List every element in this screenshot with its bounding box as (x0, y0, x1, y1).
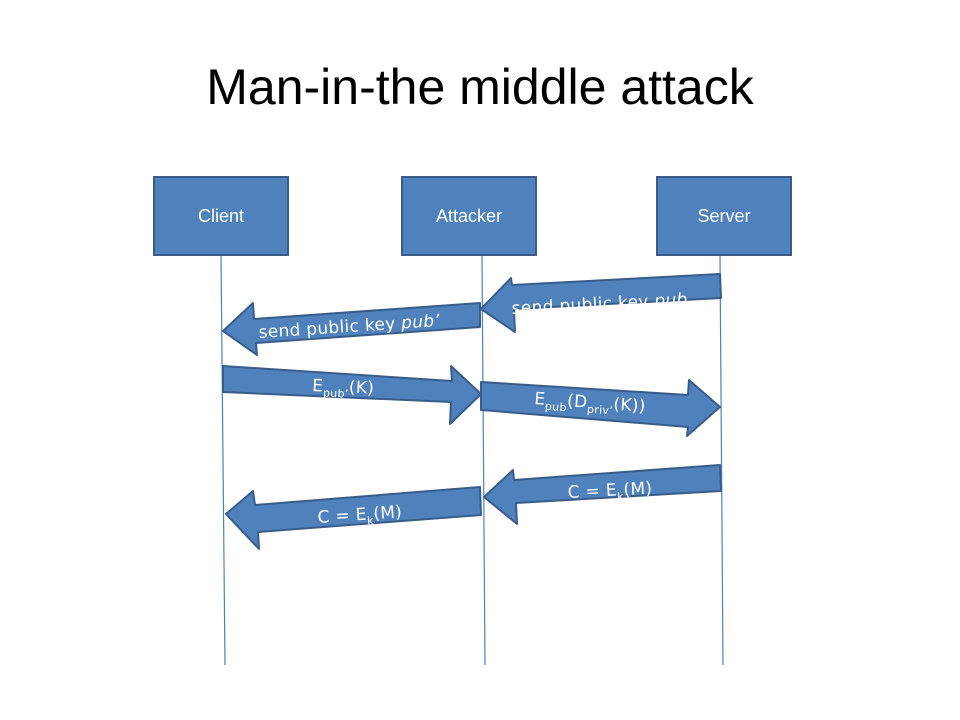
attacker-box: Attacker (401, 176, 537, 256)
message-epub-dprivprime-k: Epub(Dpriv’(K)) (533, 389, 646, 420)
server-box: Server (656, 176, 792, 256)
server-lifeline (719, 255, 724, 666)
client-label: Client (197, 205, 245, 226)
attacker-lifeline (481, 255, 486, 666)
arrow-attacker-to-server-epub-dpriv (480, 379, 721, 437)
server-label: Server (697, 205, 751, 226)
arrow-client-to-attacker-epubprime (222, 365, 482, 425)
client-box: Client (153, 176, 289, 256)
arrow-attacker-to-client-c-ek-m (225, 486, 482, 550)
attacker-label: Attacker (435, 205, 503, 226)
slide-title: Man-in-the middle attack (206, 59, 754, 115)
message-server-c-ek-m: C = Ek(M) (567, 479, 653, 506)
message-epubprime-k: Epub’(K) (312, 376, 375, 402)
arrow-server-to-attacker-c-ek-m (483, 464, 722, 525)
message-client-c-ek-m: C = Ek(M) (317, 502, 403, 531)
arrow-attacker-to-client-pubprime (222, 302, 481, 356)
arrow-server-to-attacker-pub (480, 273, 722, 333)
client-lifeline (220, 255, 226, 666)
